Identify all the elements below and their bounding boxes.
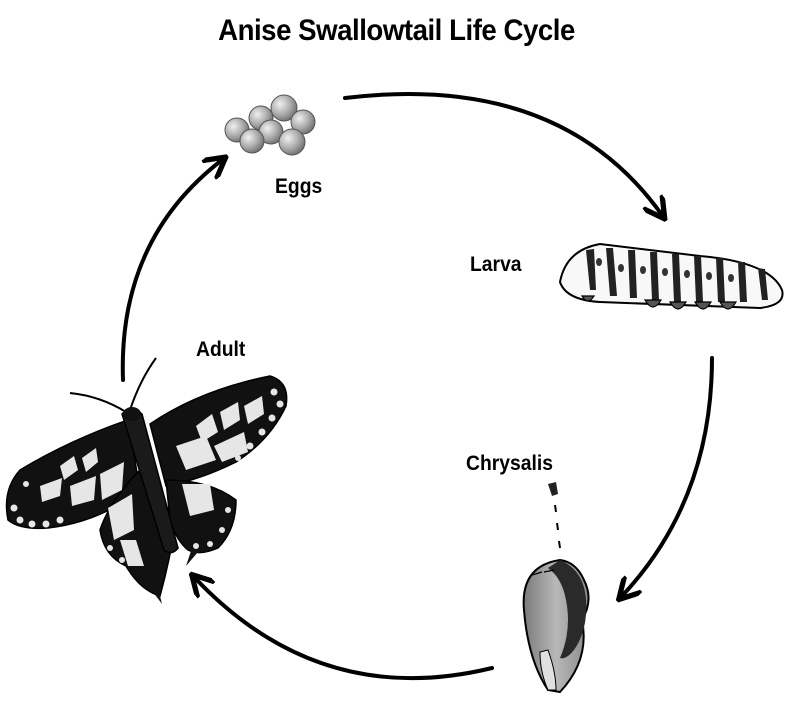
adult-butterfly-illustration [5, 357, 288, 604]
eggs-illustration [224, 94, 316, 156]
stage-label-chrysalis: Chrysalis [466, 452, 553, 475]
arrow-chrysalis-to-adult [195, 578, 494, 681]
stage-label-adult: Adult [196, 338, 246, 361]
stage-label-eggs: Eggs [275, 175, 323, 198]
stage-label-larva: Larva [470, 253, 522, 276]
cycle-arrows [120, 92, 714, 681]
arrow-larva-to-chrysalis [622, 356, 714, 596]
arrow-eggs-to-larva [343, 92, 662, 215]
chrysalis-illustration [522, 482, 590, 694]
larva-illustration [558, 242, 784, 310]
arrow-adult-to-eggs [120, 160, 222, 382]
diagram-title: Anise Swallowtail Life Cycle [218, 14, 575, 47]
